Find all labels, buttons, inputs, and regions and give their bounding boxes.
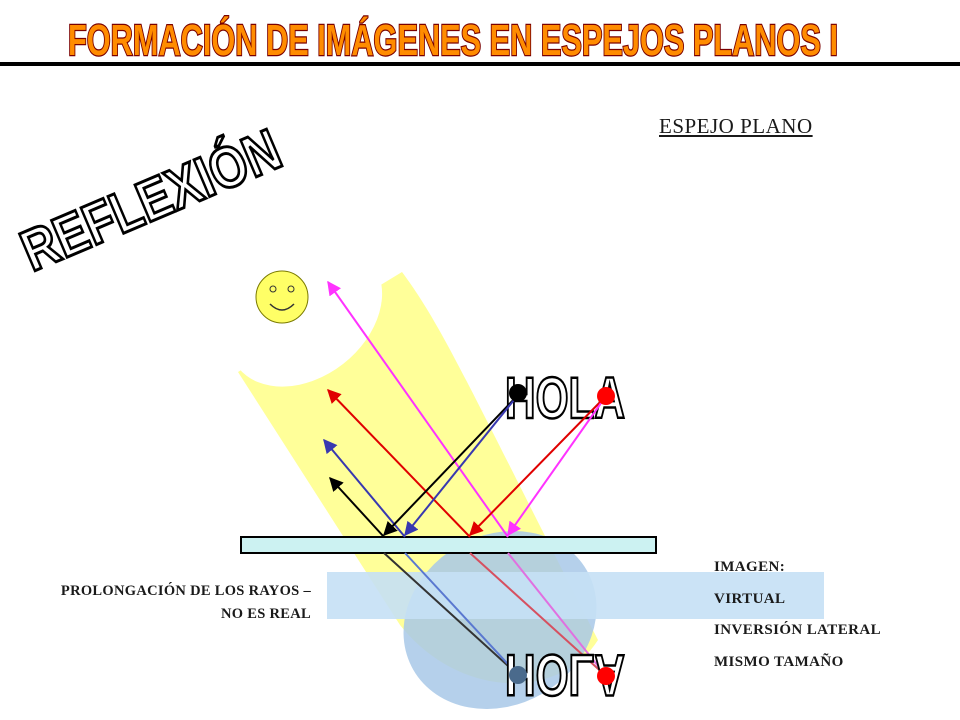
property-same-size: MISMO TAMAÑO <box>714 653 844 670</box>
image-properties: IMAGEN: VIRTUAL INVERSIÓN LATERAL MISMO … <box>714 552 881 678</box>
prolongation-black <box>383 552 519 676</box>
prolongation-band <box>327 572 824 619</box>
image-point-dark <box>509 666 527 684</box>
smiley-face-icon <box>255 270 309 324</box>
subtitle: ESPEJO PLANO <box>659 114 813 138</box>
prolongation-magenta <box>507 552 607 677</box>
object-point-dark <box>509 384 527 402</box>
incident-ray-blue <box>404 394 519 537</box>
incident-ray-black <box>383 394 519 537</box>
incident-ray-red <box>469 395 607 537</box>
property-virtual: VIRTUAL <box>714 590 786 607</box>
object-point-red <box>597 387 615 405</box>
reflected-ray-red <box>327 388 471 538</box>
reflected-ray-black <box>329 476 385 538</box>
reflexion-label: REFLEXIÓN <box>12 117 291 284</box>
prolongation-red <box>469 552 607 677</box>
image-point-red <box>597 667 615 685</box>
property-heading: IMAGEN: <box>714 559 786 575</box>
reflected-ray-magenta <box>327 280 509 538</box>
page-title: FORMACIÓN DE IMÁGENES EN ESPEJOS PLANOS … <box>68 15 838 65</box>
property-lateral-inversion: INVERSIÓN LATERAL <box>714 622 881 638</box>
prolongation-blue <box>404 552 519 676</box>
plane-mirror <box>240 536 657 554</box>
prolongation-label: PROLONGACIÓN DE LOS RAYOS – NO ES REAL <box>60 583 311 622</box>
reflected-ray-blue <box>323 438 406 538</box>
incident-ray-magenta <box>507 395 607 537</box>
